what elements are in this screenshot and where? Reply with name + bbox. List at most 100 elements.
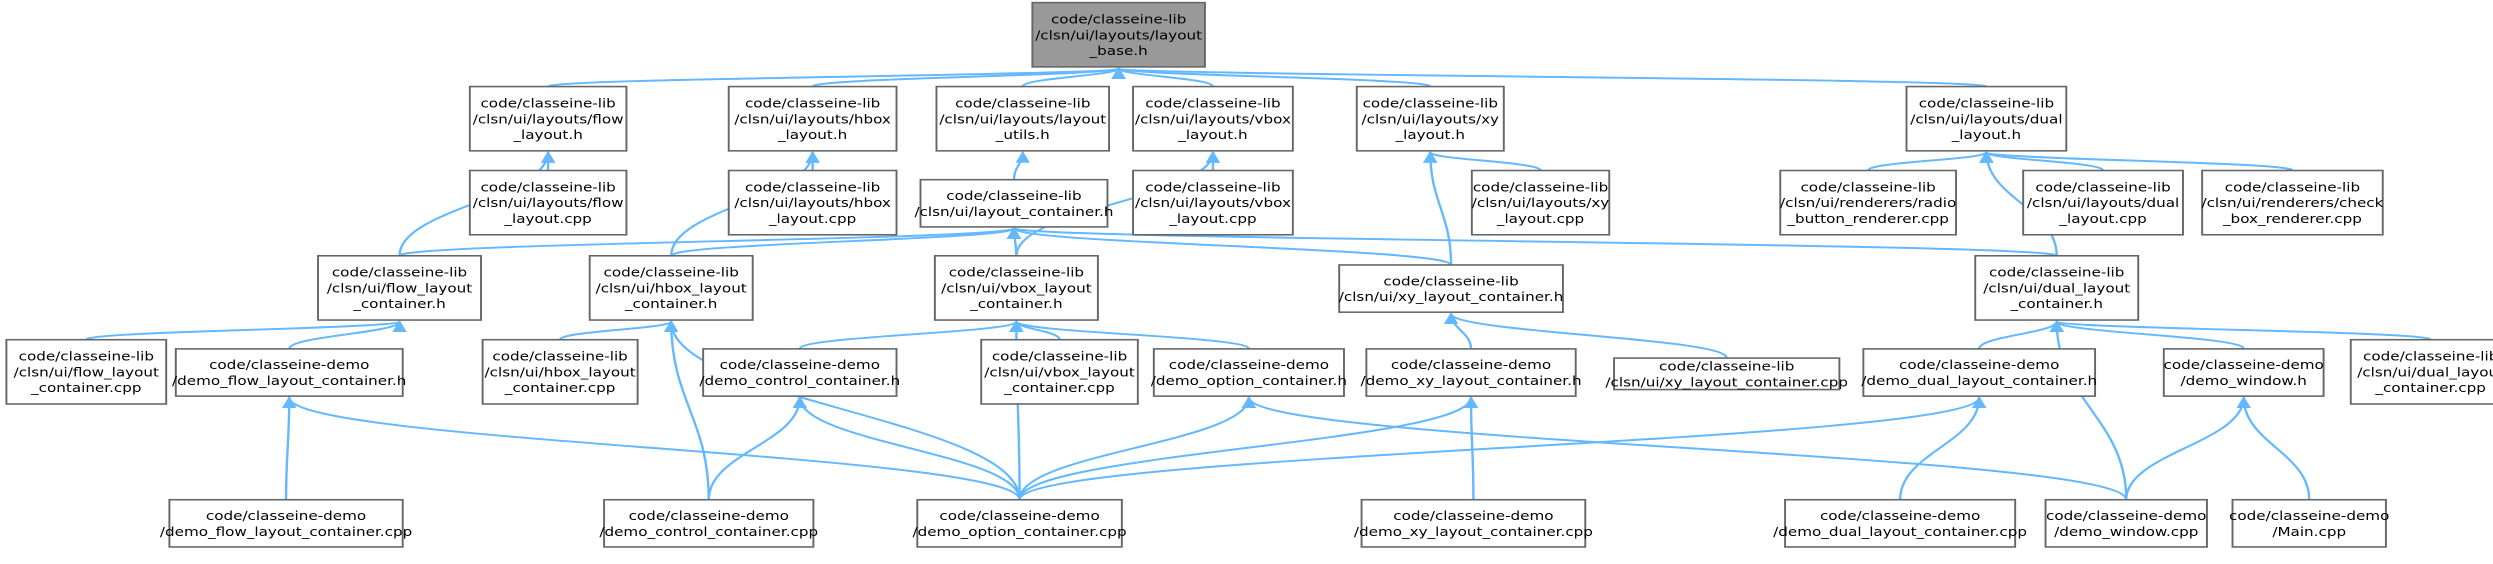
node-label-line: code/classeine-demo xyxy=(2046,509,2206,523)
node-label-line: /clsn/ui/layouts/xy xyxy=(1362,113,1500,127)
node-check-renderer-cpp[interactable]: code/classeine-lib/clsn/ui/renderers/che… xyxy=(2201,169,2384,236)
node-label-line: _layout.h xyxy=(1395,128,1465,142)
node-box xyxy=(1031,1,1206,68)
node-box xyxy=(1132,85,1294,152)
node-label-line: /demo_window.h xyxy=(2181,374,2307,388)
node-box xyxy=(468,169,628,236)
edge-demo_control_container_cpp-to-demo_control_container_h xyxy=(707,396,808,500)
edge-demo_window_cpp-to-dual_layout_container_h xyxy=(2049,320,2128,500)
node-hbox-layout-container-cpp[interactable]: code/classeine-lib/clsn/ui/hbox_layout_c… xyxy=(481,338,639,405)
node-box xyxy=(1470,169,1611,236)
node-label-line: /clsn/ui/xy_layout_container.h xyxy=(1339,290,1564,304)
node-layout-container-h[interactable]: code/classeine-lib/clsn/ui/layout_contai… xyxy=(914,178,1114,228)
node-label-line: code/classeine-lib xyxy=(992,350,1128,364)
node-xy-layout-cpp[interactable]: code/classeine-lib/clsn/ui/layouts/xy_la… xyxy=(1470,169,1611,236)
node-box xyxy=(1355,85,1505,152)
node-label-line: code/classeine-lib xyxy=(480,97,616,111)
edge-hbox_layout_container_h-to-layout_container_h xyxy=(669,227,1021,257)
edge-demo_dual_layout_container_h-to-dual_layout_container_h xyxy=(1978,320,2064,350)
node-label-line: code/classeine-lib xyxy=(1145,97,1281,111)
node-vbox-layout-h[interactable]: code/classeine-lib/clsn/ui/layouts/vbox_… xyxy=(1132,85,1294,152)
node-label-line: /clsn/ui/renderers/radio xyxy=(1780,196,1956,210)
node-flow-layout-h[interactable]: code/classeine-lib/clsn/ui/layouts/flow_… xyxy=(468,85,628,152)
node-label-line: code/classeine-lib xyxy=(1051,13,1187,27)
node-label-line: code/classeine-demo xyxy=(2229,509,2389,523)
node-demo-window-cpp[interactable]: code/classeine-demo/demo_window.cpp xyxy=(2044,498,2208,548)
node-dual-layout-container-cpp[interactable]: code/classeine-lib/clsn/ui/dual_layout_c… xyxy=(2349,338,2493,405)
node-vbox-layout-cpp[interactable]: code/classeine-lib/clsn/ui/layouts/vbox_… xyxy=(1132,169,1294,236)
node-label-line: code/classeine-demo xyxy=(1391,358,1551,372)
node-label-line: /clsn/ui/dual_layout xyxy=(1983,282,2130,296)
node-label-line: /demo_flow_layout_container.h xyxy=(172,374,406,388)
node-box xyxy=(1862,348,2097,397)
edge-xy_layout_container_h-to-xy_layout_h xyxy=(1423,150,1453,265)
node-demo-flow-layout-container-cpp[interactable]: code/classeine-demo/demo_flow_layout_con… xyxy=(160,498,413,548)
node-layout-utils-h[interactable]: code/classeine-lib/clsn/ui/layouts/layou… xyxy=(935,85,1111,152)
node-root[interactable]: code/classeine-lib/clsn/ui/layouts/layou… xyxy=(1031,1,1206,68)
node-radio-renderer-cpp[interactable]: code/classeine-lib/clsn/ui/renderers/rad… xyxy=(1779,169,1958,236)
edge-demo_window_cpp-to-demo_window_h xyxy=(2125,396,2251,500)
node-hbox-layout-container-h[interactable]: code/classeine-lib/clsn/ui/hbox_layout_c… xyxy=(588,254,754,321)
node-dual-layout-h[interactable]: code/classeine-lib/clsn/ui/layouts/dual_… xyxy=(1905,85,2068,152)
node-label-line: code/classeine-demo xyxy=(206,509,366,523)
node-label-line: /demo_control_container.h xyxy=(699,374,900,388)
node-demo-control-container-cpp[interactable]: code/classeine-demo/demo_control_contain… xyxy=(599,498,818,548)
node-main-cpp[interactable]: code/classeine-demo/Main.cpp xyxy=(2229,498,2389,548)
edge-vbox_layout_container_h-to-layout_container_h xyxy=(1006,227,1022,256)
node-demo-flow-layout-container-h[interactable]: code/classeine-demo/demo_flow_layout_con… xyxy=(172,348,406,397)
node-label-line: code/classeine-lib xyxy=(946,189,1082,203)
node-flow-layout-cpp[interactable]: code/classeine-lib/clsn/ui/layouts/flow_… xyxy=(468,169,628,236)
node-box xyxy=(2162,348,2325,397)
edge-layout_container_h-to-layout_utils_h xyxy=(1012,150,1030,180)
node-dual-layout-container-h[interactable]: code/classeine-lib/clsn/ui/dual_layout_c… xyxy=(1974,254,2140,321)
node-demo-option-container-cpp[interactable]: code/classeine-demo/demo_option_containe… xyxy=(912,498,1127,548)
node-label-line: code/classeine-lib xyxy=(492,350,628,364)
node-label-line: _container.h xyxy=(624,297,718,311)
node-label-line: code/classeine-lib xyxy=(1659,360,1795,374)
node-xy-layout-container-h[interactable]: code/classeine-lib/clsn/ui/xy_layout_con… xyxy=(1338,264,1564,313)
edge-demo_xy_layout_container_cpp-to-demo_xy_layout_container_h xyxy=(1463,396,1479,500)
edge-xy_layout_cpp-to-xy_layout_h xyxy=(1423,150,1542,172)
node-label-line: _layout.cpp xyxy=(1168,212,1257,226)
node-label-line: /clsn/ui/hbox_layout xyxy=(485,366,637,380)
node-box xyxy=(1613,357,1841,391)
node-xy-layout-h[interactable]: code/classeine-lib/clsn/ui/layouts/xy_la… xyxy=(1355,85,1505,152)
node-label-line: _container.cpp xyxy=(1003,381,1115,395)
node-label-line: code/classeine-lib xyxy=(2363,350,2493,364)
edge-xy_layout_container_cpp-to-xy_layout_container_h xyxy=(1444,312,1728,359)
node-demo-dual-layout-container-h[interactable]: code/classeine-demo/demo_dual_layout_con… xyxy=(1861,348,2097,397)
node-demo-xy-layout-container-cpp[interactable]: code/classeine-demo/demo_xy_layout_conta… xyxy=(1354,498,1593,548)
node-dual-layout-cpp[interactable]: code/classeine-lib/clsn/ui/layouts/dual_… xyxy=(2022,169,2184,236)
node-demo-option-container-h[interactable]: code/classeine-demo/demo_option_containe… xyxy=(1151,348,1347,397)
node-hbox-layout-cpp[interactable]: code/classeine-lib/clsn/ui/layouts/hbox_… xyxy=(727,169,898,236)
node-label-line: code/classeine-lib xyxy=(332,266,468,280)
node-demo-dual-layout-container-cpp[interactable]: code/classeine-demo/demo_dual_layout_con… xyxy=(1773,498,2027,548)
node-hbox-layout-h[interactable]: code/classeine-lib/clsn/ui/layouts/hbox_… xyxy=(727,85,898,152)
node-xy-layout-container-cpp[interactable]: code/classeine-lib/clsn/ui/xy_layout_con… xyxy=(1605,357,1848,391)
node-label-line: _layout.h xyxy=(777,128,847,142)
node-box xyxy=(481,338,639,405)
node-box xyxy=(727,169,898,236)
node-label-line: _container.cpp xyxy=(504,381,616,395)
node-box xyxy=(2349,338,2493,405)
node-vbox-layout-container-cpp[interactable]: code/classeine-lib/clsn/ui/vbox_layout_c… xyxy=(980,338,1139,405)
node-demo-control-container-h[interactable]: code/classeine-demo/demo_control_contain… xyxy=(699,348,900,397)
edge-dual_layout_h-to-root xyxy=(1112,67,1988,88)
node-box xyxy=(1779,169,1958,236)
node-label-line: code/classeine-lib xyxy=(2035,181,2171,195)
node-label-line: code/classeine-demo xyxy=(1393,509,1553,523)
node-label-line: _container.cpp xyxy=(30,381,142,395)
node-flow-layout-container-h[interactable]: code/classeine-lib/clsn/ui/flow_layout_c… xyxy=(317,254,482,321)
node-flow-layout-container-cpp[interactable]: code/classeine-lib/clsn/ui/flow_layout_c… xyxy=(5,338,168,405)
node-box xyxy=(1784,498,2017,548)
node-label-line: code/classeine-lib xyxy=(480,181,616,195)
node-box xyxy=(1132,169,1294,236)
node-demo-window-h[interactable]: code/classeine-demo/demo_window.h xyxy=(2162,348,2325,397)
node-vbox-layout-container-h[interactable]: code/classeine-lib/clsn/ui/vbox_layout_c… xyxy=(933,254,1099,321)
edge-hbox_layout_h-to-root xyxy=(811,67,1126,88)
node-demo-xy-layout-container-h[interactable]: code/classeine-demo/demo_xy_layout_conta… xyxy=(1360,348,1582,397)
edge-demo_window_h-to-dual_layout_container_h xyxy=(2049,320,2245,350)
node-label-line: /demo_option_container.cpp xyxy=(912,525,1126,539)
node-label-line: code/classeine-demo xyxy=(720,358,880,372)
